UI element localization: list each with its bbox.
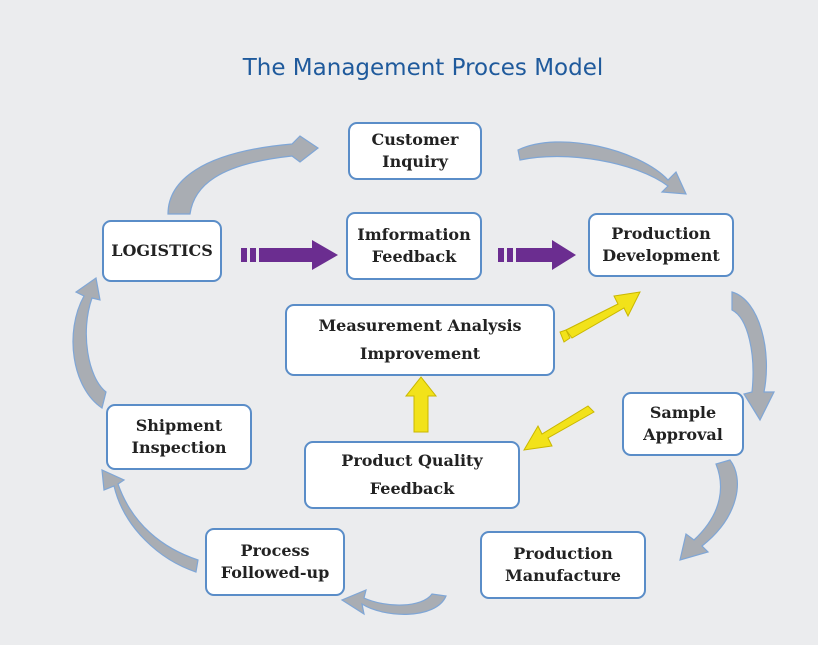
node-process-followed-up: Process Followed-up [205,528,345,596]
node-information-feedback-line1: Imformation [357,225,471,244]
node-logistics-label: LOGISTICS [111,241,213,260]
node-logistics: LOGISTICS [102,220,222,282]
node-shipment-inspection-line2: Inspection [131,438,227,457]
node-information-feedback-line2: Feedback [371,247,457,266]
node-production-manufacture: Production Manufacture [480,531,646,599]
arrow-process-to-shipment [101,469,199,573]
arrow-development-to-sample [731,291,775,422]
node-information-feedback: Imformation Feedback [346,212,482,280]
node-measurement-analysis-line2: Improvement [359,344,481,363]
node-sample-approval-line1: Sample [649,403,717,422]
yellow-arrow-up [404,376,438,433]
node-production-manufacture-line2: Manufacture [505,566,621,585]
node-measurement-analysis: Measurement Analysis Improvement [285,304,555,376]
yellow-arrow-to-quality [523,405,595,451]
node-customer-inquiry-line2: Inquiry [382,152,448,171]
node-process-followed-up-line2: Followed-up [220,563,330,582]
diagram-title: The Management Proces Model [242,55,604,81]
arrow-shipment-to-logistics [72,276,107,409]
node-production-development-line2: Development [602,246,720,265]
node-sample-approval-line2: Approval [643,425,723,444]
arrow-inquiry-to-development [517,141,687,195]
node-customer-inquiry-line1: Customer [371,130,459,149]
node-shipment-inspection: Shipment Inspection [106,404,252,470]
node-process-followed-up-line1: Process [240,541,310,560]
node-shipment-inspection-line1: Shipment [135,416,223,435]
node-sample-approval: Sample Approval [622,392,744,456]
node-production-development-line1: Production [611,224,711,243]
node-product-quality-feedback-line1: Product Quality [341,451,483,470]
node-customer-inquiry: Customer Inquiry [348,122,482,180]
purple-arrow-left [241,240,338,270]
node-product-quality-feedback: Product Quality Feedback [304,441,520,509]
yellow-arrow-to-development [559,291,641,343]
node-measurement-analysis-line1: Measurement Analysis [318,316,522,335]
arrow-logistics-to-inquiry [167,135,320,215]
node-production-development: Production Development [588,213,734,277]
node-product-quality-feedback-line2: Feedback [369,479,455,498]
arrow-manufacture-to-process [340,588,447,616]
arrow-sample-to-manufacture [679,459,738,561]
node-production-manufacture-line1: Production [513,544,613,563]
purple-arrow-right [498,240,576,270]
